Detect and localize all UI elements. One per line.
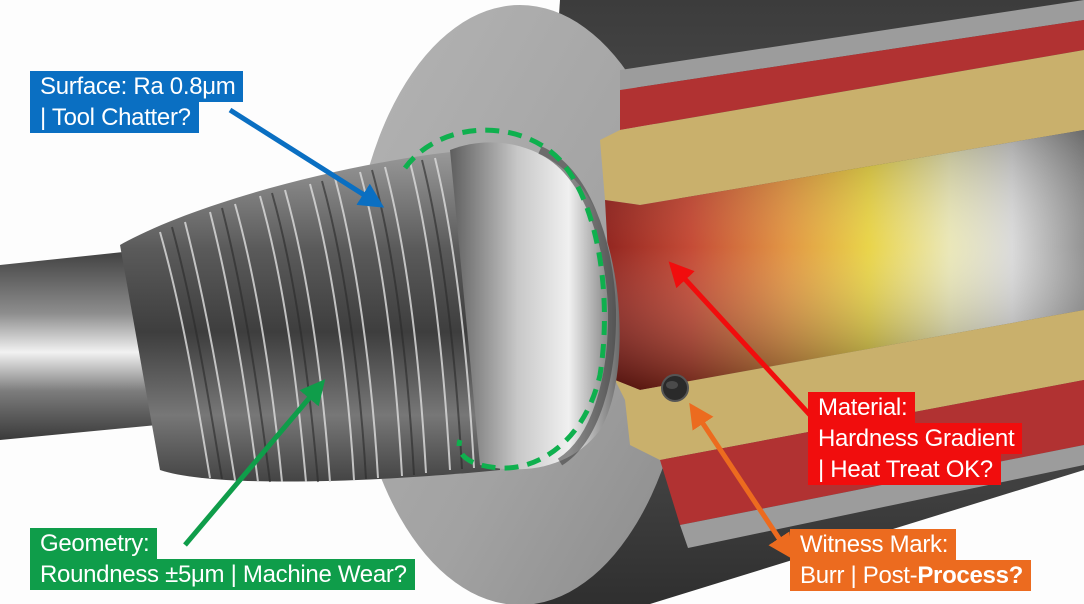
surface-callout-line1: Surface: Ra 0.8μm bbox=[30, 71, 244, 102]
threaded-section bbox=[120, 150, 500, 483]
witness-callout-line1: Witness Mark: bbox=[790, 529, 957, 560]
material-callout-line2: Hardness Gradient bbox=[808, 423, 1023, 454]
material-callout-line1: Material: bbox=[808, 392, 916, 423]
geometry-callout-line2: Roundness ±5μm | Machine Wear? bbox=[30, 559, 415, 590]
witness-callout: Witness Mark: Burr | Post-Process? bbox=[790, 529, 1031, 591]
geometry-arrow bbox=[183, 379, 326, 547]
material-arrow bbox=[668, 261, 812, 417]
material-callout-line3: | Heat Treat OK? bbox=[808, 454, 1001, 485]
surface-arrow bbox=[228, 107, 385, 208]
witness-callout-bold: Process? bbox=[917, 562, 1023, 589]
geometry-callout: Geometry: Roundness ±5μm | Machine Wear? bbox=[30, 528, 415, 590]
witness-hole bbox=[661, 374, 689, 402]
shoulder-collar bbox=[450, 142, 620, 470]
surface-callout: Surface: Ra 0.8μm | Tool Chatter? bbox=[30, 71, 244, 133]
witness-arrow bbox=[689, 402, 793, 560]
tan-layer-top bbox=[600, 50, 1084, 205]
red-layer-top bbox=[620, 20, 1084, 130]
geometry-callout-line1: Geometry: bbox=[30, 528, 158, 559]
roundness-dashed-circle bbox=[402, 127, 607, 471]
material-callout: Material: Hardness Gradient | Heat Treat… bbox=[808, 392, 1023, 485]
witness-callout-prefix: Burr | Post- bbox=[800, 562, 918, 589]
surface-callout-line2: | Tool Chatter? bbox=[30, 102, 199, 133]
witness-callout-line2: Burr | Post-Process? bbox=[790, 560, 1031, 591]
